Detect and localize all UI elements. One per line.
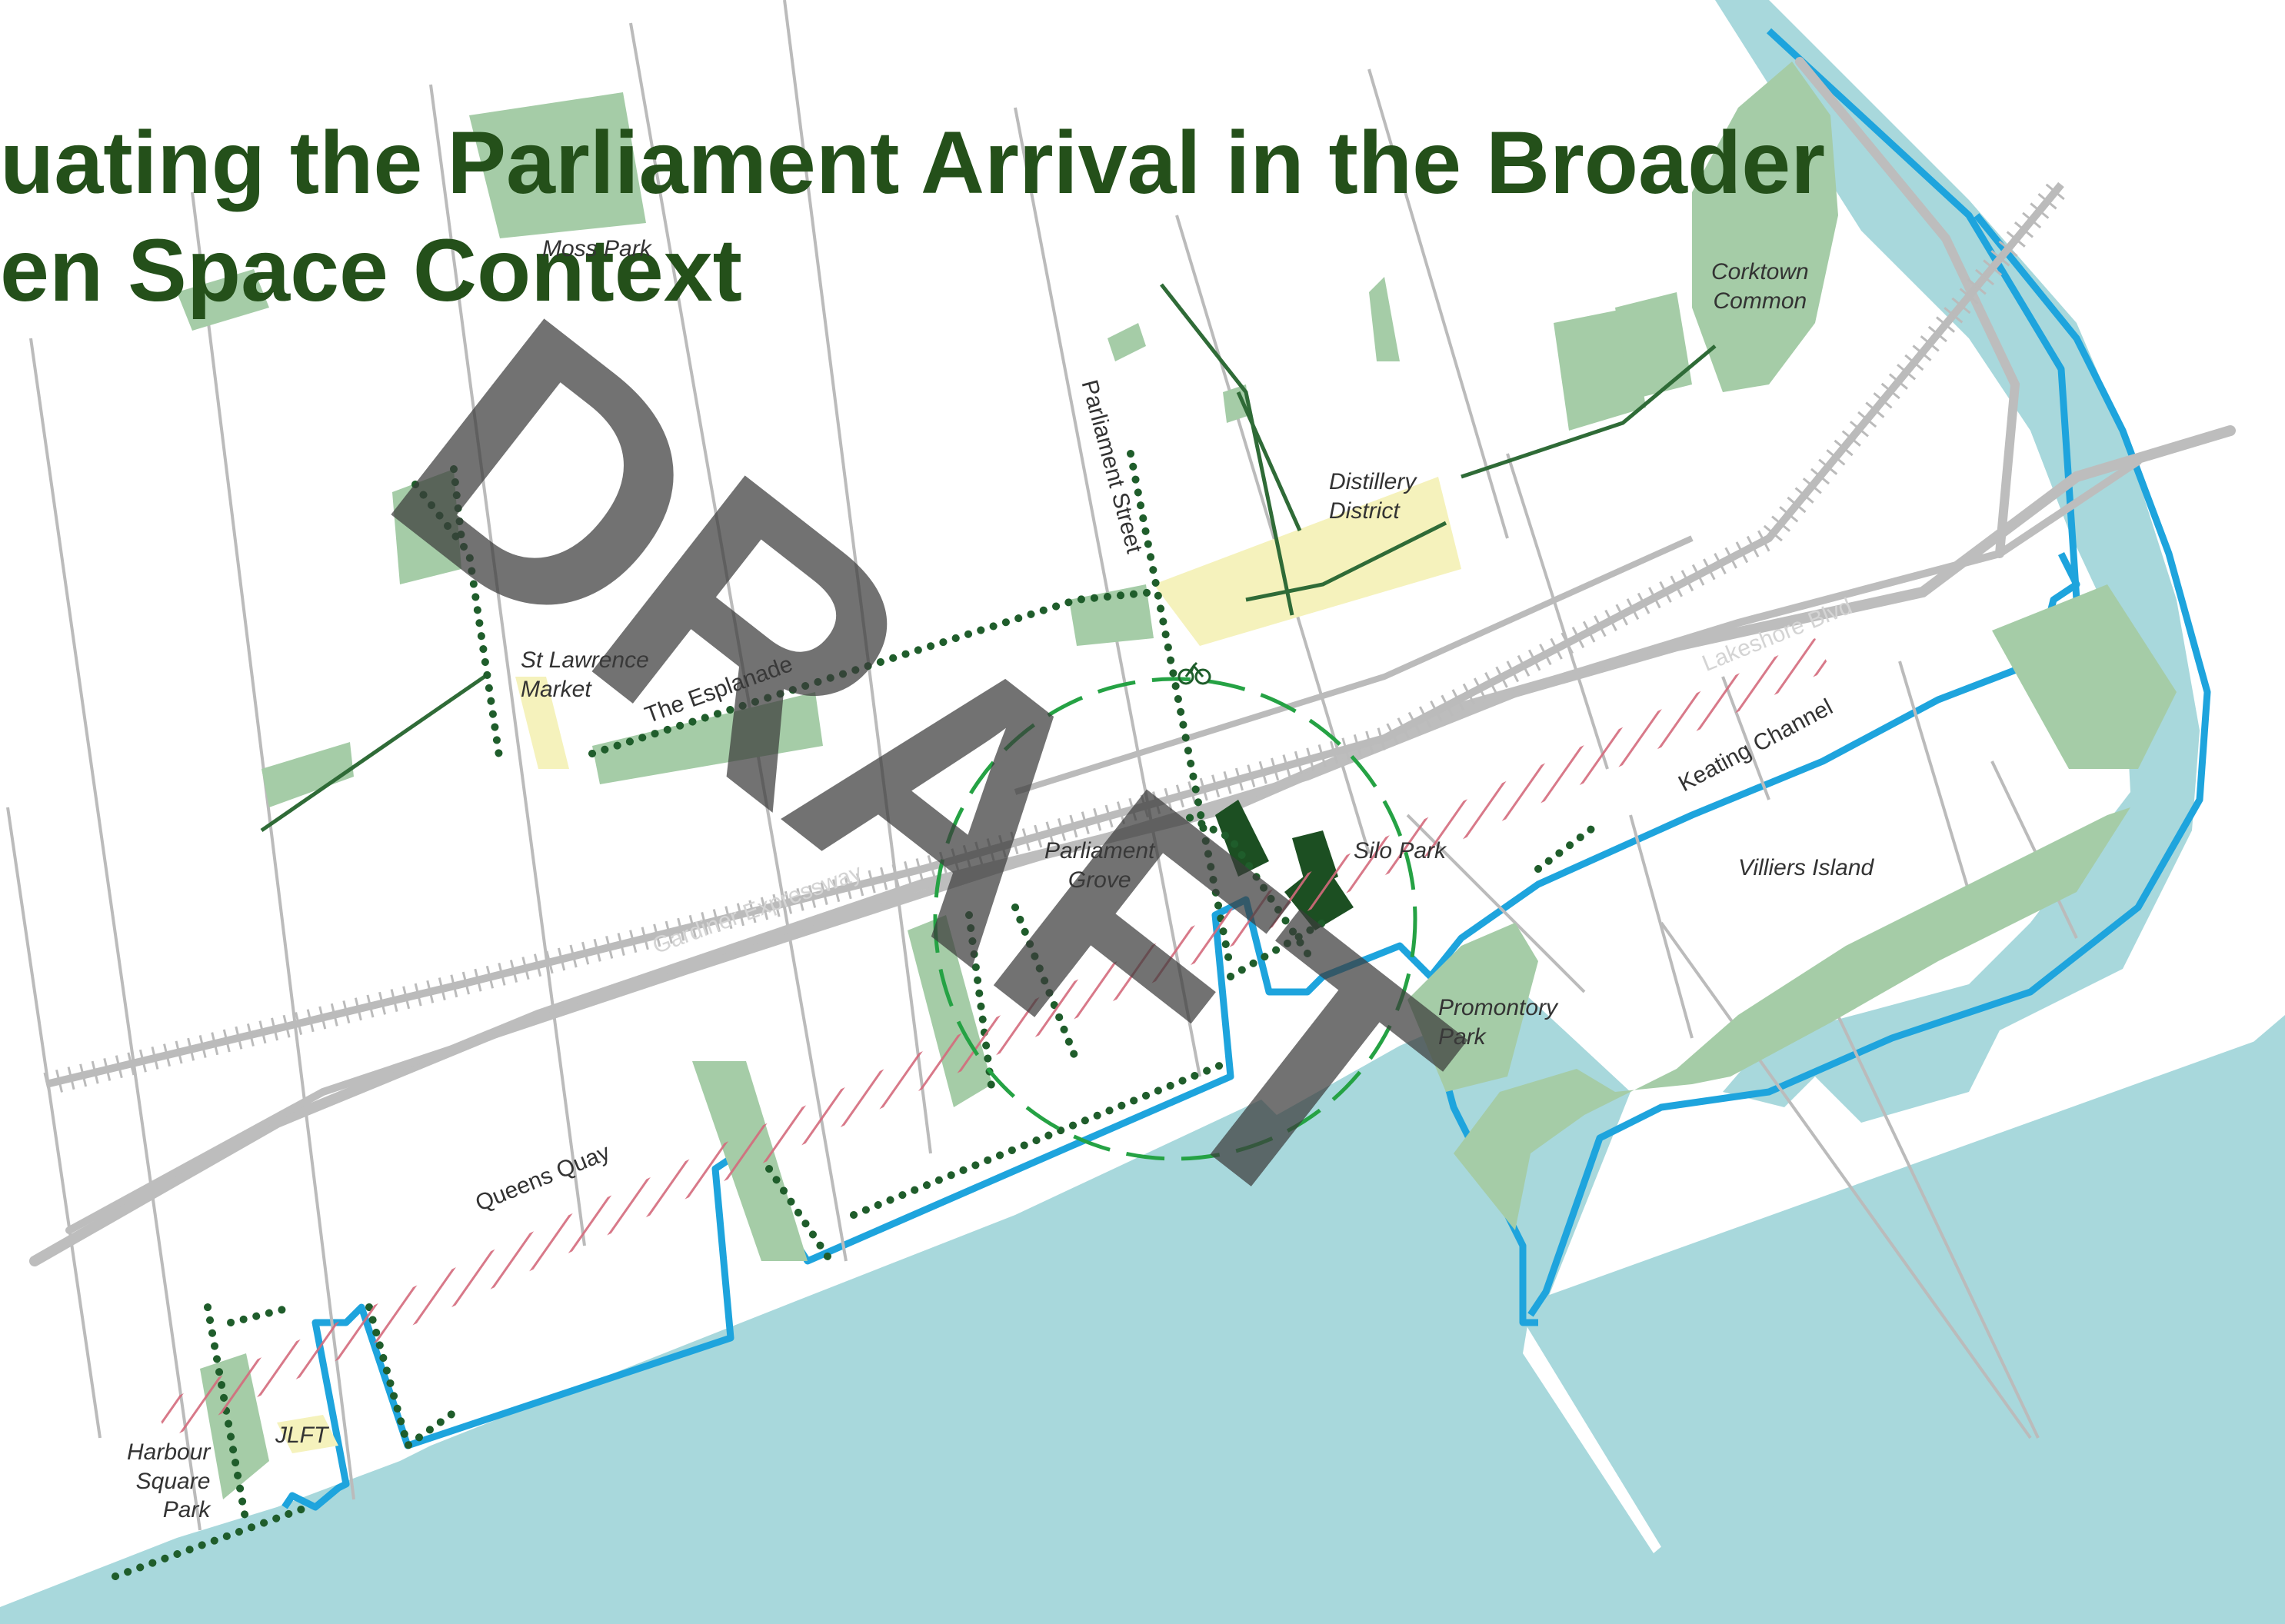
label-corktown-common: Corktown Common: [1711, 259, 1809, 314]
rail-corridor: [43, 177, 2070, 1096]
label-parliament-grove: Parliament Grove: [1044, 838, 1155, 893]
plaza-st-lawrence: [515, 677, 569, 769]
parks: [177, 62, 2177, 1499]
expressway: [29, 57, 2236, 1266]
plaza-distillery: [1154, 477, 1461, 646]
label-silo-park: Silo Park: [1354, 838, 1447, 864]
park-corktown-common: [1692, 62, 1838, 392]
page-title-line-2: en Space Context: [0, 221, 742, 320]
green-connectors: [260, 283, 1717, 833]
label-villiers-island: Villiers Island: [1738, 855, 1874, 880]
label-moss-park: Moss Park: [542, 236, 651, 261]
label-jlft: JLFT: [275, 1423, 328, 1448]
bicycle-icon: [1177, 661, 1211, 685]
transit-extension: [154, 638, 1830, 1438]
label-st-lawrence-market: St Lawrence Market: [521, 647, 649, 702]
dotted-green-paths: [112, 450, 1604, 1580]
park-promontory: [1407, 923, 1538, 1092]
plaza-jlft: [277, 1415, 338, 1453]
park-moss-park: [469, 92, 646, 238]
plazas: [277, 477, 1461, 1453]
focus-circle: [933, 677, 1417, 1161]
label-distillery-district: Distillery District: [1329, 469, 1417, 524]
label-promontory-park: Promontory Park: [1438, 995, 1558, 1050]
page-title-line-1: uating the Parliament Arrival in the Bro…: [0, 114, 1825, 212]
label-harbour-square-park: Harbour Square Park: [127, 1439, 211, 1522]
